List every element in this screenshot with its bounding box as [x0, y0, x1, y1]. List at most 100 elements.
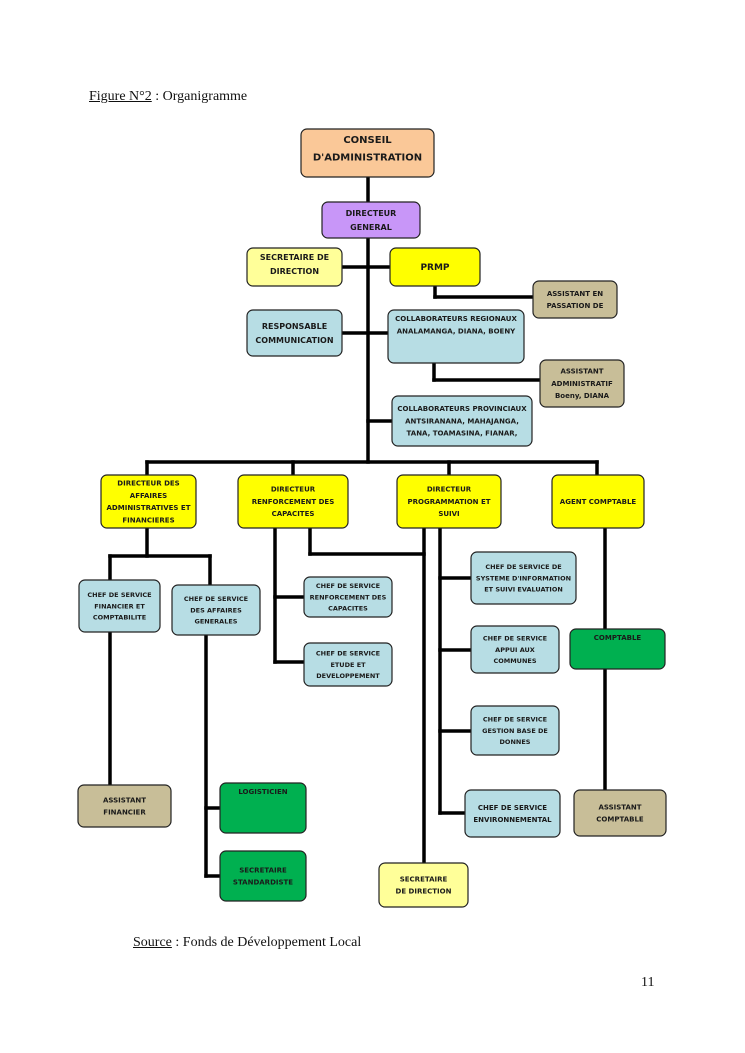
node-label: COMMUNES: [493, 657, 536, 665]
node-label: ASSISTANT EN: [547, 290, 603, 298]
node-agent-comptable: AGENT COMPTABLE: [551, 474, 645, 529]
source-text: Fonds de Développement Local: [182, 935, 362, 950]
node-label: CHEF DE SERVICE DE: [485, 563, 561, 571]
org-nodes: CONSEILD'ADMINISTRATIONDIRECTEURGENERALS…: [77, 128, 667, 908]
node-box: [237, 474, 349, 529]
node-label: CHEF DE SERVICE: [184, 595, 248, 603]
node-box: [573, 789, 667, 837]
node-label: DIRECTEUR: [271, 486, 316, 494]
node-label: ASSISTANT: [560, 368, 603, 376]
node-label: CHEF DE SERVICE: [87, 591, 151, 599]
node-box: [300, 128, 435, 178]
source-caption: Source : Fonds de Développement Local: [133, 935, 361, 951]
node-collab-reg: COLLABORATEURS REGIONAUX ANALAMANGA, DIAN…: [387, 309, 525, 364]
node-box: [569, 628, 666, 670]
node-label: CHEF DE SERVICE: [478, 804, 547, 812]
node-label: RENFORCEMENT DES: [252, 498, 335, 506]
node-box: [391, 395, 533, 447]
node-comptable: COMPTABLE: [569, 628, 666, 670]
node-label: PRMP: [420, 263, 449, 273]
node-asst-passation: ASSISTANT EN PASSATION DE: [532, 280, 618, 319]
node-label: DIRECTEUR: [427, 486, 472, 494]
node-box: [464, 789, 561, 838]
node-label: RESPONSABLE: [262, 322, 327, 331]
node-label: DES AFFAIRES: [190, 606, 242, 614]
node-label: Boeny, DIANA: [555, 392, 610, 400]
node-box: [470, 551, 577, 605]
node-box: [246, 247, 343, 287]
node-box: [539, 359, 625, 408]
node-label: PASSATION DE: [547, 302, 604, 310]
node-label: PROGRAMMATION ET: [407, 498, 490, 506]
node-label: SUIVI: [438, 510, 459, 518]
node-label: LOGISTICIEN: [238, 788, 287, 796]
node-cs-fin: CHEF DE SERVICE FINANCIER ET COMPTABILITE: [78, 579, 161, 633]
node-resp-comm: RESPONSABLE COMMUNICATION: [246, 309, 343, 357]
source-separator: :: [171, 935, 183, 950]
node-box: [246, 309, 343, 357]
node-label: DIRECTION: [270, 267, 319, 276]
node-label: CHEF DE SERVICE: [483, 634, 547, 642]
node-cs-gbd: CHEF DE SERVICE GESTION BASE DE DONNES: [470, 705, 560, 756]
node-box: [389, 247, 481, 287]
node-box: [470, 705, 560, 756]
node-label: D'ADMINISTRATION: [313, 153, 422, 164]
node-box: [219, 782, 307, 834]
node-box: [100, 474, 197, 529]
node-box: [470, 625, 560, 674]
node-box: [532, 280, 618, 319]
node-label: COMPTABILITE: [93, 614, 146, 622]
node-label: CHEF DE SERVICE: [316, 582, 380, 590]
node-cs-ag: CHEF DE SERVICE DES AFFAIRES GENERALES: [171, 584, 261, 636]
connector-lines: [108, 175, 607, 878]
node-box: [219, 850, 307, 902]
node-label: GESTION BASE DE: [482, 727, 548, 735]
node-cs-env: CHEF DE SERVICE ENVIRONNEMENTAL: [464, 789, 561, 838]
node-dps: DIRECTEUR PROGRAMMATION ET SUIVI: [396, 474, 502, 529]
node-label: FINANCIERES: [122, 516, 174, 524]
node-logisticien: LOGISTICIEN: [219, 782, 307, 834]
node-label: DONNES: [500, 738, 531, 746]
source-label: Source: [133, 935, 172, 950]
node-box: [77, 784, 172, 828]
node-label: CHEF DE SERVICE: [483, 715, 547, 723]
node-label: CAPACITES: [272, 510, 315, 518]
node-label: FINANCIER ET: [94, 602, 145, 610]
node-label: ADMINISTRATIF: [551, 380, 613, 388]
node-label: AGENT COMPTABLE: [560, 498, 637, 506]
node-label: APPUI AUX: [495, 646, 535, 654]
node-label: ANTSIRANANA, MAHAJANGA,: [405, 417, 519, 425]
figure-label: Figure N°2: [89, 89, 152, 104]
node-label: FINANCIER: [103, 809, 146, 817]
node-label: GENERALES: [195, 618, 238, 626]
node-label: STANDARDISTE: [233, 879, 293, 887]
node-label: COMMUNICATION: [255, 336, 333, 345]
node-label: ET SUIVI EVALUATION: [484, 586, 563, 594]
node-label: COLLABORATEURS REGIONAUX: [395, 315, 517, 323]
node-label: DIRECTEUR: [346, 209, 397, 218]
node-box: [378, 862, 469, 908]
node-label: TANA, TOAMASINA, FIANAR,: [407, 430, 518, 438]
node-label: DIRECTEUR DES: [117, 480, 179, 488]
figure-title-text: Organigramme: [162, 89, 248, 104]
node-box: [303, 576, 393, 618]
node-label: ANALAMANGA, DIANA, BOENY: [397, 327, 516, 335]
node-label: ENVIRONNEMENTAL: [473, 816, 552, 824]
node-label: ASSISTANT: [103, 796, 146, 804]
node-cs-appui: CHEF DE SERVICE APPUI AUX COMMUNES: [470, 625, 560, 674]
node-box: [171, 584, 261, 636]
node-box: [321, 201, 421, 239]
node-label: AFFAIRES: [130, 492, 167, 500]
node-label: CAPACITES: [328, 605, 368, 613]
node-box: [387, 309, 525, 364]
node-label: SECRETAIRE DE: [260, 253, 329, 262]
